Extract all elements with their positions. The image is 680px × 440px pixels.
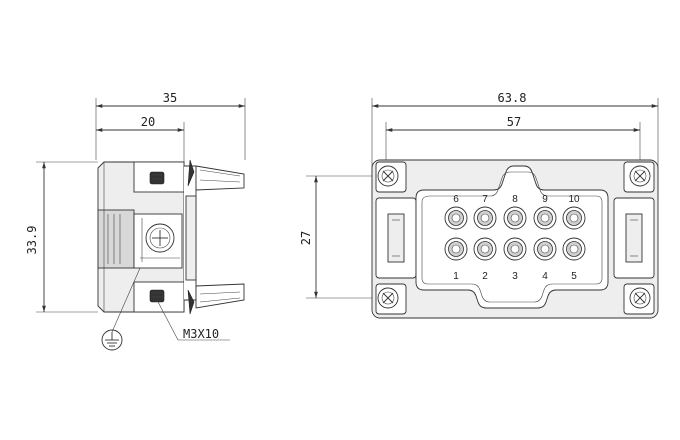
phillips-screw-icon: [377, 165, 399, 187]
side-recess: [97, 209, 135, 269]
dim-57-label: 57: [507, 115, 521, 129]
dim-27-label: 27: [299, 231, 313, 245]
screw-leader: [156, 299, 179, 341]
pin-label-3: 3: [512, 271, 518, 282]
pin-label-2: 2: [482, 271, 488, 282]
dim-hole-spacing: 57: [385, 115, 641, 176]
dim-33-9-label: 33.9: [25, 226, 39, 255]
pin-label-8: 8: [512, 194, 518, 205]
contact-insert: [415, 165, 609, 309]
pin-label-1: 1: [453, 271, 459, 282]
screw-spec-label: M3X10: [183, 327, 219, 341]
lower-tail-tab: [195, 283, 245, 309]
ground-symbol-icon: [101, 329, 123, 351]
pin-label-7: 7: [482, 194, 488, 205]
pin-label-5: 5: [571, 271, 577, 282]
contact-socket-6: [444, 206, 468, 230]
left-latch: [387, 213, 405, 263]
upper-tail-tab: [195, 165, 245, 191]
phillips-screw-icon: [629, 287, 651, 309]
dim-20-label: 20: [141, 115, 155, 129]
dim-total-width-side: 35: [95, 91, 246, 160]
contact-socket-8: [503, 206, 527, 230]
phillips-screw-icon: [629, 165, 651, 187]
contact-socket-1: [444, 237, 468, 261]
dim-height-side: 33.9: [25, 161, 98, 313]
contact-socket-5: [562, 237, 586, 261]
pin-label-6: 6: [453, 194, 459, 205]
pin-label-4: 4: [542, 271, 548, 282]
contact-socket-3: [503, 237, 527, 261]
ground-leader: [111, 267, 141, 333]
pin-label-10: 10: [568, 194, 580, 205]
pin-label-9: 9: [542, 194, 548, 205]
dim-body-width-side: 20: [96, 115, 185, 165]
dim-total-width-front: 63.8: [371, 91, 659, 200]
dim-35-label: 35: [163, 91, 177, 105]
contact-socket-2: [473, 237, 497, 261]
dim-63-8-label: 63.8: [498, 91, 527, 105]
front-view: 63.8 57 27: [299, 91, 659, 319]
contact-socket-7: [473, 206, 497, 230]
contact-grid: [444, 206, 586, 261]
side-inner-rail: [185, 195, 197, 281]
contact-socket-9: [533, 206, 557, 230]
upper-screw-head: [149, 171, 165, 185]
phillips-screw-icon: [377, 287, 399, 309]
contact-socket-4: [533, 237, 557, 261]
contact-socket-10: [562, 206, 586, 230]
right-latch: [625, 213, 643, 263]
side-view: 35 20 33.9: [25, 91, 246, 351]
